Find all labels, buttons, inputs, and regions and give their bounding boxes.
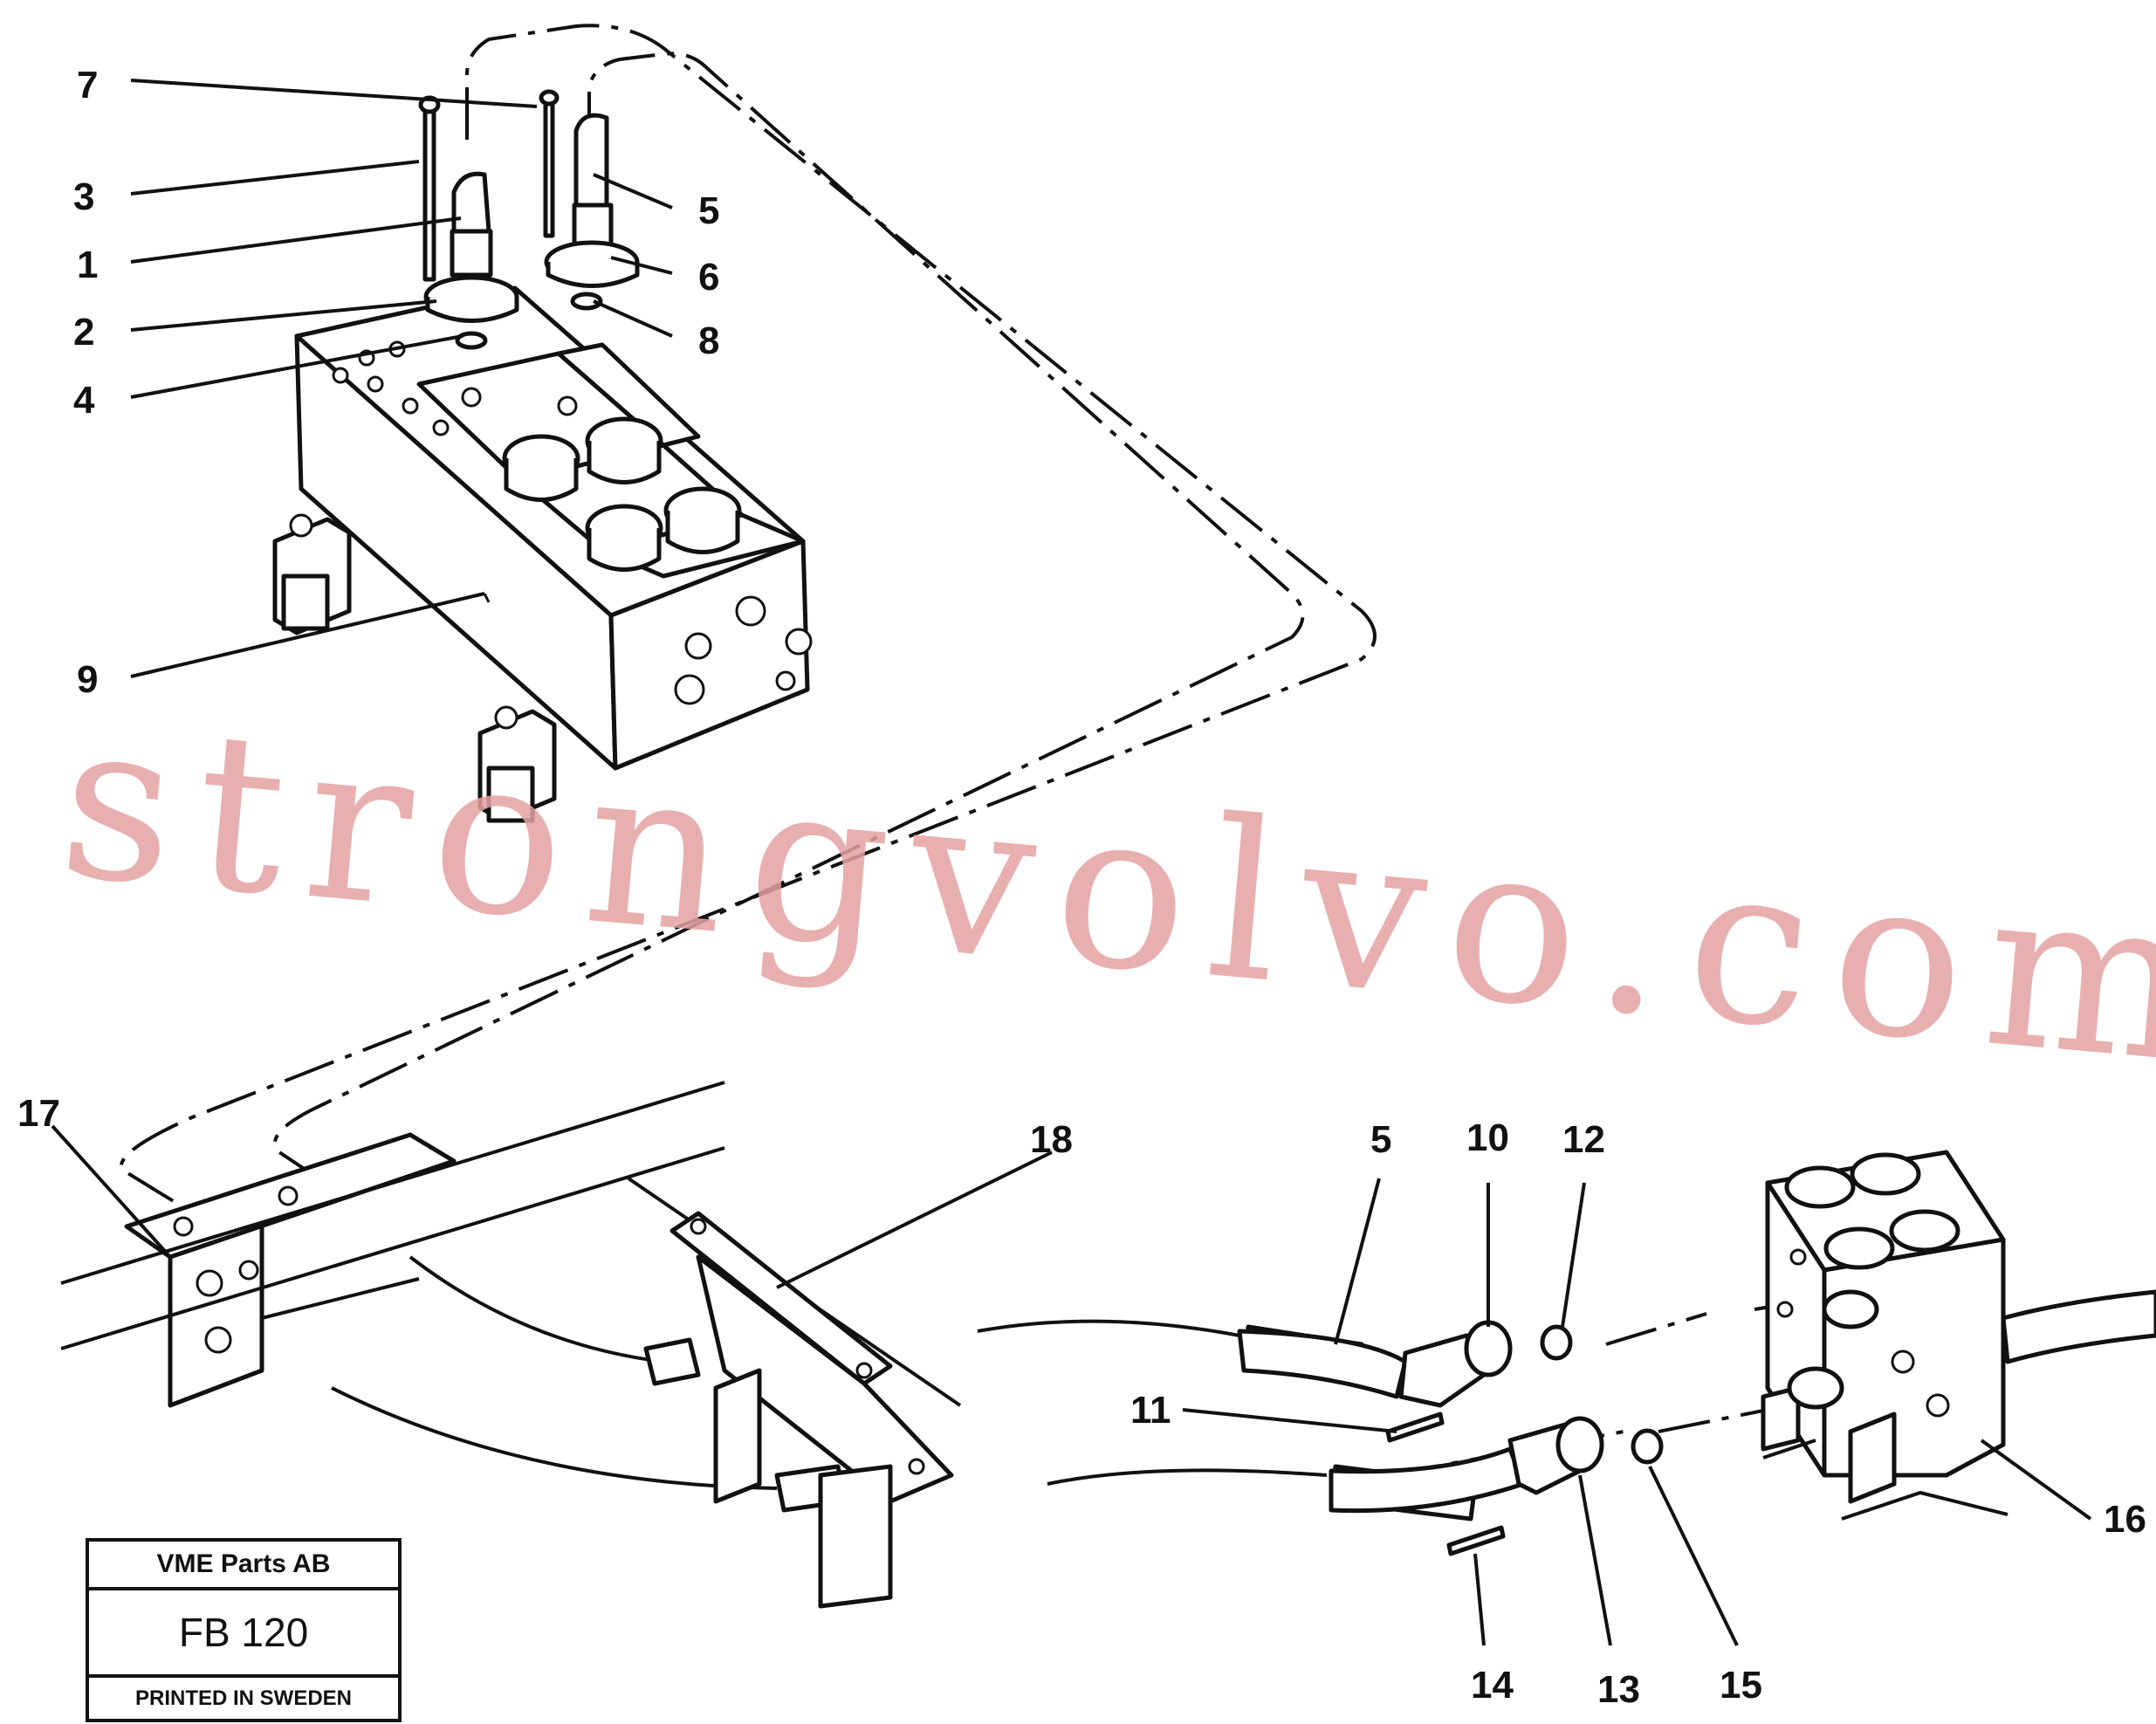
callout-11: 11 — [1130, 1389, 1171, 1432]
valve-block — [1761, 1150, 2156, 1521]
callout-15: 15 — [1720, 1664, 1762, 1707]
pipe-clamp — [124, 1132, 457, 1408]
callout-1: 1 — [77, 244, 98, 286]
callout-7: 7 — [77, 64, 98, 106]
lever-assembly-left — [418, 95, 519, 350]
callout-12: 12 — [1562, 1118, 1605, 1161]
printed-note: PRINTED IN SWEDEN — [134, 1686, 352, 1710]
callout-13: 13 — [1597, 1668, 1640, 1711]
callout-8: 8 — [698, 319, 719, 362]
pipe-bracket — [669, 1211, 954, 1609]
callout-18: 18 — [1030, 1118, 1073, 1161]
callout-3: 3 — [73, 175, 94, 218]
figure-code: FB 120 — [89, 1590, 398, 1678]
callout-10: 10 — [1466, 1116, 1509, 1159]
callout-6: 6 — [698, 256, 719, 299]
callout-17: 17 — [17, 1092, 60, 1135]
callout-4: 4 — [73, 379, 95, 422]
callout-5-lower: 5 — [1370, 1118, 1391, 1161]
company-name: VME Parts AB — [89, 1542, 398, 1590]
callout-14: 14 — [1471, 1664, 1514, 1707]
control-valve — [272, 285, 813, 823]
leader-lines — [51, 79, 2092, 1646]
title-block: VME Parts AB FB 120 PRINTED IN SWEDEN — [86, 1538, 402, 1722]
callout-5: 5 — [698, 189, 719, 232]
lower-hose-assembly — [1237, 1320, 1664, 1556]
callout-9: 9 — [77, 658, 98, 701]
callout-2: 2 — [73, 311, 94, 354]
lever-assembly-right — [539, 89, 640, 311]
valve-fittings — [502, 416, 742, 572]
callout-labels: 7 3 1 2 4 9 5 6 8 17 18 5 10 12 11 16 14… — [17, 64, 2146, 1711]
callout-16: 16 — [2104, 1498, 2146, 1541]
